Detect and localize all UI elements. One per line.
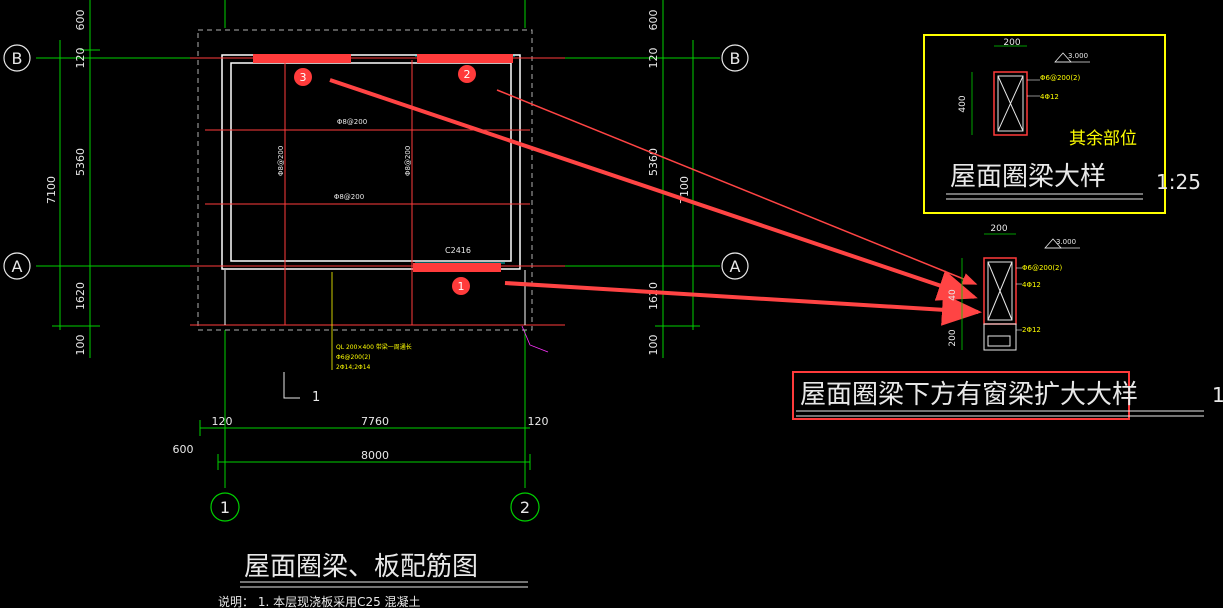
detail-top-section: 200 400 3.000 Φ6@200(2) 4Φ12 [958,38,1090,136]
callout-arrows [329,78,982,326]
svg-text:7100: 7100 [45,176,58,204]
highlight-beam-3 [253,54,351,63]
detail-bottom-title: 屋面圈梁下方有窗梁扩大大样 [800,380,1138,410]
svg-text:600: 600 [173,443,194,456]
svg-text:8000: 8000 [361,449,389,462]
svg-text:5360: 5360 [74,148,87,176]
svg-text:Φ6@200(2): Φ6@200(2) [1022,264,1063,272]
svg-text:200: 200 [1003,38,1020,48]
axis-bubble-b-left: B [3,44,31,72]
ql-note-2: Φ6@200(2) [336,354,371,361]
svg-text:1620: 1620 [647,282,660,310]
detail-top-title: 屋面圈梁大样 [950,162,1106,192]
ql-note-1: QL 200×400 带梁一周通长 [336,343,412,351]
svg-text:1: 1 [220,498,230,517]
svg-text:1: 1 [458,280,465,293]
svg-text:3.000: 3.000 [1068,52,1088,60]
svg-text:4Φ12: 4Φ12 [1022,281,1041,289]
rebar-label-v2: Φ8@200 [404,146,412,176]
axis-bubble-a-left: A [3,252,31,280]
svg-text:2Φ12: 2Φ12 [1022,326,1041,334]
dims-bottom: 120 7760 120 8000 600 [173,415,549,462]
svg-text:200: 200 [990,224,1007,234]
svg-text:B: B [12,49,23,68]
svg-text:A: A [12,257,23,276]
svg-text:120: 120 [74,48,87,69]
svg-text:2: 2 [464,68,471,81]
svg-text:1620: 1620 [74,282,87,310]
svg-text:600: 600 [647,10,660,31]
detail-bottom-section: 200 40 200 3.000 Φ6@200(2) 4Φ12 2Φ12 [948,224,1080,351]
plan-note: 说明： 1. 本层现浇板采用C25 混凝土 [218,594,421,608]
svg-text:3.000: 3.000 [1056,238,1076,246]
svg-text:3: 3 [300,71,307,84]
dims-left: 600 120 5360 7100 1620 100 [45,10,87,356]
svg-text:4Φ12: 4Φ12 [1040,93,1059,101]
svg-text:A: A [730,257,741,276]
svg-text:Φ6@200(2): Φ6@200(2) [1040,74,1081,82]
ql-note-3: 2Φ14;2Φ14 [336,364,371,371]
svg-text:7760: 7760 [361,415,389,428]
svg-text:120: 120 [647,48,660,69]
section-mark [283,372,300,399]
svg-text:400: 400 [958,95,968,112]
detail-top-frame [923,34,1166,214]
axis-bubble-b-right: B [721,44,749,72]
detail-top-scale: 1:25 [1156,170,1201,194]
callout-marker-3[interactable]: 3 [294,68,312,86]
detail-bottom-scale: 1 [1212,383,1223,407]
svg-text:100: 100 [74,335,87,356]
svg-text:100: 100 [647,335,660,356]
rebar-label-h2: Φ8@200 [334,193,364,201]
window-beam-label: C2416 [445,246,471,255]
svg-text:2: 2 [520,498,530,517]
dims-right: 600 120 5360 7100 1620 100 [647,10,691,356]
svg-text:B: B [730,49,741,68]
axis-bubble-2: 2 [510,492,540,522]
detail-bottom-title-frame [792,371,1130,420]
axis-bubble-a-right: A [721,252,749,280]
highlight-beam-1 [413,263,501,272]
detail-top-callout: 其余部位 [1069,129,1137,149]
callout-marker-2[interactable]: 2 [458,65,476,83]
highlight-beam-2 [417,54,513,63]
plan-title: 屋面圈梁、板配筋图 [244,552,478,582]
section-mark-label: 1 [312,390,320,405]
axis-grid [36,0,720,488]
rebar-label-h1: Φ8@200 [337,118,367,126]
axis-bubble-1: 1 [210,492,240,522]
svg-text:120: 120 [528,415,549,428]
svg-text:200: 200 [948,329,958,346]
svg-text:40: 40 [948,289,958,301]
rebar-label-v1: Φ8@200 [277,146,285,176]
svg-text:120: 120 [212,415,233,428]
svg-text:600: 600 [74,10,87,31]
callout-marker-1[interactable]: 1 [452,277,470,295]
